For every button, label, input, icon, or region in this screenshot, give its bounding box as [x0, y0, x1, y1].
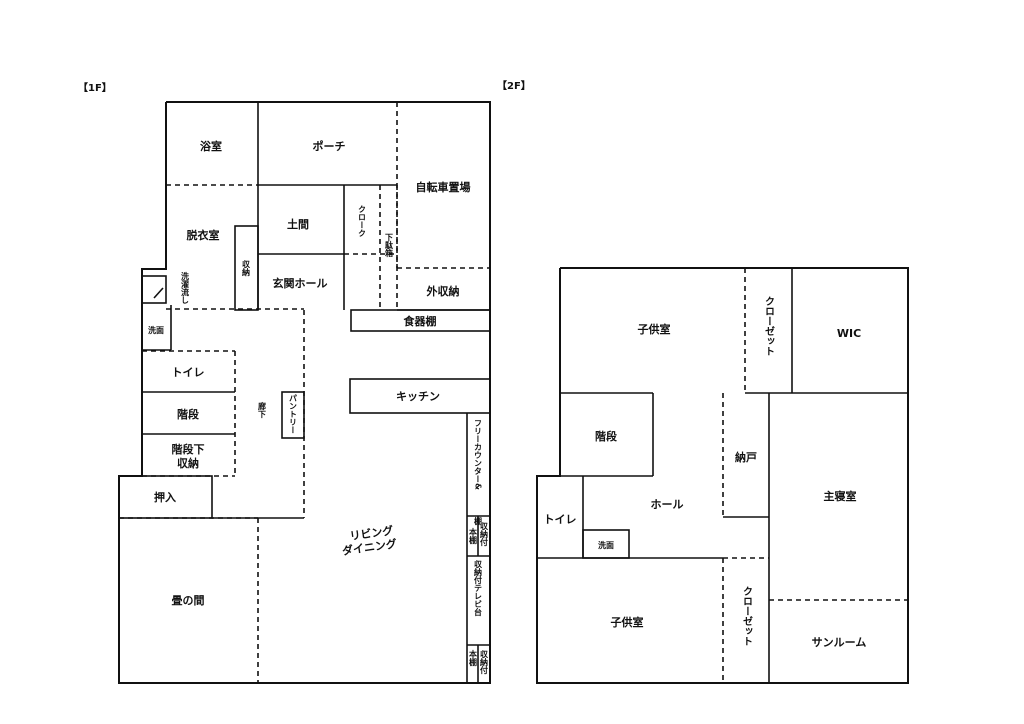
- room-cloak: クローク: [358, 205, 367, 237]
- floor-label-2f: 【2F】: [497, 79, 531, 92]
- room-bath: 浴室: [200, 139, 222, 153]
- room-kitchen: キッチン: [396, 390, 440, 403]
- room-toilet-2f: トイレ: [544, 513, 577, 526]
- tv-stand-label: 収納付テレビ台: [473, 559, 483, 617]
- room-under-stairs-storage: 収納: [177, 456, 199, 470]
- room-washbasin: 洗面: [148, 325, 164, 335]
- room-closet-2: クローゼット: [741, 586, 753, 646]
- room-toilet: トイレ: [172, 366, 205, 379]
- room-laundry-sink: 洗濯流し: [181, 271, 190, 304]
- room-storeroom: 納戸: [735, 450, 757, 464]
- room-pantry: パントリー: [289, 393, 298, 434]
- room-closet-1: クローゼット: [763, 296, 775, 356]
- room-stairs-2f: 階段: [595, 429, 617, 443]
- room-dressing: 脱衣室: [187, 228, 220, 242]
- room-oshiire: 押入: [154, 490, 176, 504]
- room-shoebox: 下駄箱: [384, 233, 394, 258]
- room-under-stairs: 階段下: [172, 442, 205, 456]
- room-washbasin-2f: 洗面: [598, 540, 614, 550]
- pantry-box: [281, 391, 305, 439]
- room-dish-shelf: 食器棚: [404, 314, 437, 328]
- laundry-sink-box: [141, 275, 167, 304]
- shelf-label-a: 棚: [474, 516, 483, 526]
- room-porch: ポーチ: [313, 139, 346, 153]
- free-counter-label: フリーカウンター&: [474, 419, 483, 490]
- room-kids-2: 子供室: [611, 615, 644, 629]
- room-bike-parking: 自転車置場: [416, 180, 471, 194]
- room-corridor: 廊下: [258, 401, 267, 419]
- room-outdoor-storage: 外収納: [426, 284, 460, 298]
- bookshelf-label-b: 本棚: [469, 649, 478, 667]
- floor-label-1f: 【1F】: [78, 81, 112, 94]
- floor-2f: 子供室 クローゼット WIC 階段 納戸 ホール 主寝室 トイレ 洗面 子供室 …: [536, 267, 909, 684]
- room-tatami: 畳の間: [172, 594, 205, 607]
- room-stairs: 階段: [177, 407, 199, 421]
- room-hall-2f: ホール: [651, 498, 684, 511]
- room-storage-small: 収納: [241, 259, 251, 277]
- room-entrance-hall: 玄関ホール: [273, 276, 328, 290]
- room-master-bedroom: 主寝室: [824, 489, 857, 503]
- room-wic: WIC: [837, 327, 861, 340]
- kitchen-counter: [349, 378, 491, 414]
- dish-shelf-box: [350, 309, 491, 332]
- room-doma: 土間: [287, 217, 309, 231]
- bookshelf-label-a: 本棚: [469, 527, 478, 545]
- floor-1f: 浴室 ポーチ 自転車置場 脱衣室 土間 クローク 下駄箱 収納 洗濯流し 玄関ホ…: [118, 101, 491, 684]
- with-storage-label-b: 収納付: [479, 649, 489, 675]
- room-kids-1: 子供室: [638, 322, 671, 336]
- with-storage-label-a: 収納付: [479, 521, 489, 547]
- room-sunroom: サンルーム: [812, 636, 867, 649]
- room-living: リビング: [349, 523, 395, 543]
